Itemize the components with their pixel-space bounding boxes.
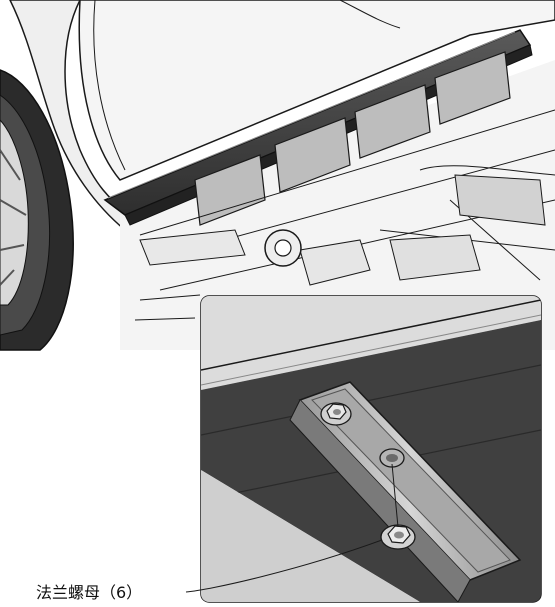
flange-nut-bottom xyxy=(380,524,416,550)
flange-nut-top xyxy=(320,402,352,426)
alignment-line xyxy=(391,463,399,528)
mounting-brackets xyxy=(194,51,511,226)
callout-leader-line xyxy=(185,539,383,593)
rear-wheel xyxy=(0,69,74,351)
vehicle-underbody-illustration xyxy=(0,0,555,351)
flange-nut-callout-label: 法兰螺母（6） xyxy=(36,583,143,602)
mounting-channel xyxy=(289,381,522,602)
detail-inset xyxy=(200,295,542,603)
chassis-details xyxy=(134,109,555,321)
round-fitting xyxy=(264,229,302,267)
